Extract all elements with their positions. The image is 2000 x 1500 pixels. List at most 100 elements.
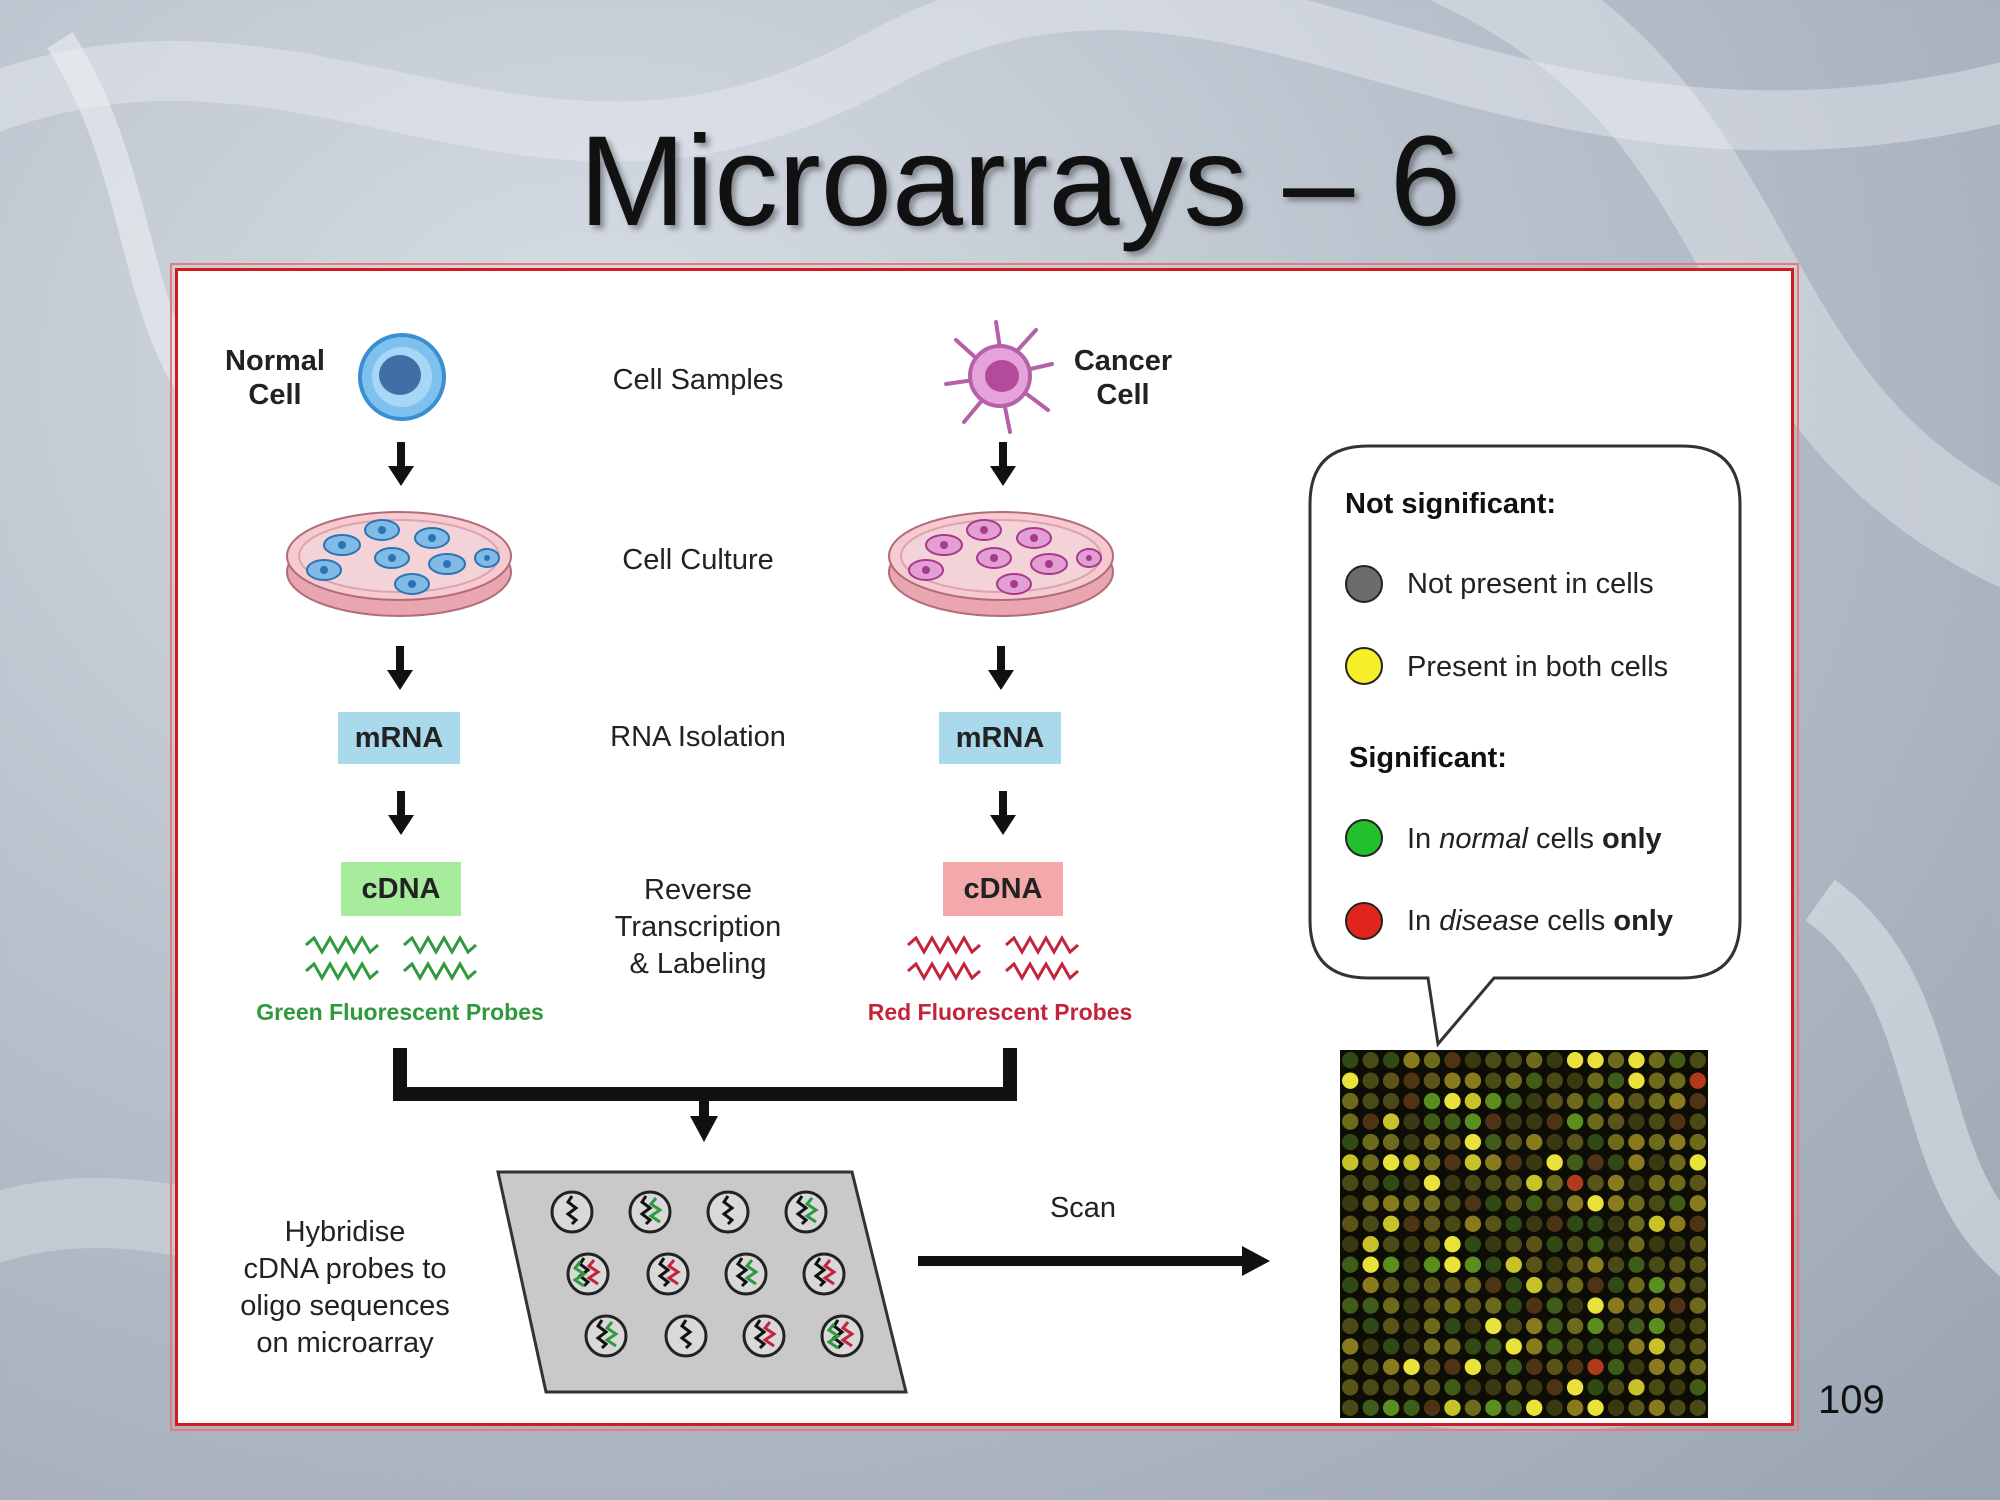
microarray-spot	[1546, 1215, 1563, 1232]
microarray-spot	[1526, 1113, 1543, 1130]
down-arrow-icon	[988, 646, 1014, 690]
microarray-spot	[1526, 1256, 1543, 1273]
microarray-spot	[1362, 1317, 1379, 1335]
microarray-spot	[1403, 1072, 1420, 1089]
microarray-spot	[1587, 1113, 1604, 1130]
microarray-spot	[1689, 1215, 1706, 1232]
normal-cell-icon	[358, 333, 446, 421]
microarray-spot	[1628, 1215, 1645, 1232]
microarray-spot	[1689, 1236, 1706, 1253]
microarray-spot	[1587, 1072, 1604, 1089]
microarray-spot	[1648, 1399, 1666, 1416]
microarray-spot	[1669, 1174, 1686, 1192]
microarray-spot	[1444, 1195, 1461, 1212]
microarray-spot	[1444, 1236, 1461, 1253]
step-rna-isolation: RNA Isolation	[610, 721, 786, 753]
microarray-spot	[1342, 1154, 1359, 1171]
microarray-spot	[1342, 1195, 1359, 1212]
microarray-spot	[1669, 1379, 1686, 1396]
microarray-spot	[1485, 1174, 1502, 1192]
step-reverse-transcription: Reverse Transcription & Labeling	[614, 874, 782, 980]
microarray-spot	[1362, 1276, 1379, 1294]
step-cell-culture: Cell Culture	[622, 544, 774, 576]
microarray-spot	[1648, 1133, 1666, 1151]
microarray-spot	[1382, 1358, 1400, 1376]
cancer-cell-label: Cancer Cell	[1073, 345, 1173, 411]
microarray-spot	[1607, 1195, 1625, 1212]
microarray-spot	[1628, 1256, 1645, 1273]
microarray-spot	[1423, 1256, 1441, 1273]
microarray-spot	[1403, 1379, 1420, 1396]
microarray-spot	[1546, 1358, 1563, 1376]
microarray-spot	[1505, 1297, 1522, 1314]
microarray-spot	[1526, 1297, 1543, 1314]
microarray-spot	[1607, 1256, 1625, 1273]
microarray-spot	[1566, 1113, 1584, 1130]
microarray-spot	[1669, 1358, 1686, 1376]
legend-callout-bubble	[1308, 444, 1742, 1048]
microarray-spot	[1444, 1297, 1461, 1314]
legend-not-present: Not present in cells	[1407, 568, 1654, 600]
microarray-spot	[1342, 1379, 1359, 1396]
slide-title: Microarrays – 6	[579, 110, 1461, 253]
microarray-spot	[1546, 1133, 1563, 1151]
microarray-spot	[1669, 1072, 1686, 1089]
microarray-spot	[1382, 1256, 1400, 1273]
microarray-spot	[1382, 1052, 1400, 1069]
microarray-spot	[1648, 1379, 1666, 1396]
microarray-spot	[1444, 1052, 1461, 1069]
microarray-spot	[1403, 1297, 1420, 1314]
microarray-spot	[1505, 1256, 1522, 1273]
microarray-spot	[1342, 1174, 1359, 1192]
microarray-spot	[1342, 1338, 1359, 1355]
microarray-spot	[1342, 1317, 1359, 1335]
microarray-spot	[1689, 1379, 1706, 1396]
microarray-spot	[1423, 1379, 1441, 1396]
microarray-spot	[1403, 1358, 1420, 1376]
microarray-spot	[1607, 1399, 1625, 1416]
microarray-spot	[1403, 1215, 1420, 1232]
green-probes-label: Green Fluorescent Probes	[256, 999, 544, 1025]
microarray-spot	[1485, 1215, 1502, 1232]
microarray-spot	[1444, 1256, 1461, 1273]
legend-present-both: Present in both cells	[1407, 651, 1669, 683]
microarray-spot	[1566, 1195, 1584, 1212]
microarray-spot	[1546, 1338, 1563, 1355]
microarray-spot	[1587, 1174, 1604, 1192]
microarray-spot	[1423, 1399, 1441, 1416]
microarray-spot	[1444, 1133, 1461, 1151]
microarray-spot	[1669, 1399, 1686, 1416]
microarray-spot	[1669, 1215, 1686, 1232]
microarray-spot	[1607, 1113, 1625, 1130]
microarray-spot	[1382, 1317, 1400, 1335]
microarray-spot	[1566, 1256, 1584, 1273]
microarray-spot	[1382, 1276, 1400, 1294]
microarray-spot	[1689, 1113, 1706, 1130]
microarray-spot	[1526, 1215, 1543, 1232]
microarray-spot	[1382, 1236, 1400, 1253]
microarray-spot	[1423, 1317, 1441, 1335]
microarray-spot	[1342, 1072, 1359, 1089]
down-arrow-icon	[990, 791, 1016, 835]
microarray-spot	[1485, 1195, 1502, 1212]
microarray-spot	[1485, 1358, 1502, 1376]
microarray-spot	[1689, 1174, 1706, 1192]
microarray-spot	[1505, 1399, 1522, 1416]
microarray-spot	[1485, 1317, 1502, 1335]
microarray-spot	[1566, 1133, 1584, 1151]
microarray-spot	[1566, 1379, 1584, 1396]
legend-normal-only: In normal cells only	[1407, 823, 1662, 855]
microarray-spot	[1648, 1358, 1666, 1376]
microarray-spot	[1464, 1092, 1482, 1110]
microarray-spot	[1464, 1276, 1482, 1294]
microarray-spot	[1526, 1072, 1543, 1089]
microarray-spot	[1464, 1072, 1482, 1089]
microarray-spot	[1464, 1379, 1482, 1396]
microarray-spot	[1403, 1256, 1420, 1273]
microarray-spot	[1546, 1317, 1563, 1335]
microarray-spot	[1546, 1154, 1563, 1171]
microarray-spot	[1423, 1215, 1441, 1232]
microarray-spot	[1526, 1174, 1543, 1192]
microarray-spot	[1607, 1276, 1625, 1294]
microarray-spot	[1464, 1215, 1482, 1232]
